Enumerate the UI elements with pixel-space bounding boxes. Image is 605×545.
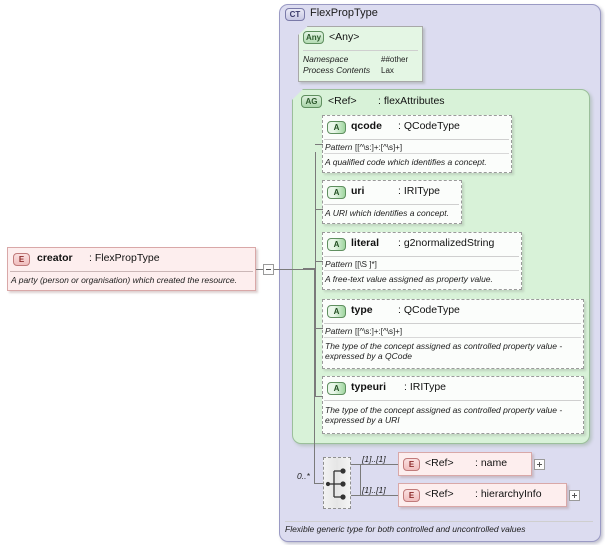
element-badge-hierarchyinfo: E [403, 489, 420, 502]
any-title: <Any> [329, 31, 360, 43]
attribute-group-ref-label: <Ref> [328, 95, 357, 107]
expand-toggle-hierarchyinfo[interactable] [569, 490, 580, 501]
connector-branch-name [351, 464, 400, 465]
attribute-facet-value-literal: [[\S ]*] [355, 260, 377, 269]
attribute-annotation-type: The type of the concept assigned as cont… [325, 341, 563, 361]
attribute-card-literal [322, 232, 522, 290]
connector-toggle-to-type [274, 269, 314, 270]
attribute-connector-spine [315, 152, 316, 396]
complex-type-footer-annotation: Flexible generic type for both controlle… [285, 524, 526, 534]
attribute-divider-typeuri [324, 400, 581, 401]
attribute-facet-value-type: [[^\s:]+:[^\s]+] [355, 327, 403, 336]
collapse-toggle-creator[interactable] [263, 264, 274, 275]
attribute-badge-literal: A [327, 238, 346, 251]
attribute-card-type [322, 299, 584, 369]
choice-compositor-icon [325, 468, 346, 500]
attribute-annotation-literal: A free-text value assigned as property v… [325, 274, 493, 284]
connector-into-compositor [314, 483, 323, 484]
connector-main-vertical [314, 269, 315, 484]
attribute-divider2-literal [324, 270, 519, 271]
footer-divider [285, 521, 593, 522]
attribute-facet-label-literal: Pattern [325, 259, 353, 269]
element-ref-label-name: <Ref> [425, 457, 454, 469]
attribute-divider2-type [324, 337, 581, 338]
child-element-card-hierarchyinfo[interactable] [398, 483, 567, 507]
attribute-leader-literal [315, 261, 323, 262]
attribute-type-type: : QCodeType [398, 304, 460, 316]
attribute-name-literal: literal [351, 237, 380, 249]
element-type-hierarchyinfo: : hierarchyInfo [475, 488, 542, 500]
attribute-name-typeuri: typeuri [351, 381, 387, 393]
attribute-divider-qcode [324, 139, 509, 140]
attribute-facet-label-type: Pattern [325, 326, 353, 336]
attribute-card-typeuri [322, 376, 584, 434]
connector-branch-hierarchyinfo [351, 495, 400, 496]
attribute-name-qcode: qcode [351, 120, 382, 132]
attribute-annotation-qcode: A qualified code which identifies a conc… [325, 157, 487, 167]
element-type-name: : name [475, 457, 508, 469]
any-badge: Any [303, 31, 324, 44]
attribute-type-uri: : IRIType [398, 185, 441, 197]
element-name-creator: creator [37, 252, 73, 264]
connector-creator-to-toggle [256, 269, 263, 270]
element-badge-name: E [403, 458, 420, 471]
attribute-badge-typeuri: A [327, 382, 346, 395]
any-facet-value-namespace: ##other [381, 55, 409, 64]
expand-toggle-name[interactable] [534, 459, 545, 470]
element-type-creator: : FlexPropType [89, 252, 160, 264]
attribute-annotation-typeuri: The type of the concept assigned as cont… [325, 405, 563, 425]
any-facet-label-process-contents: Process Contents [303, 65, 371, 75]
compositor-occurs-label: 0..* [297, 471, 310, 481]
attribute-name-type: type [351, 304, 373, 316]
connector-branch-vertical [360, 464, 361, 495]
attribute-name-uri: uri [351, 185, 365, 197]
choice-compositor[interactable] [323, 457, 351, 509]
attribute-leader-type [315, 328, 323, 329]
child-occurs-name: [1]..[1] [362, 454, 386, 464]
element-badge-creator: E [13, 253, 30, 266]
attribute-badge-type: A [327, 305, 346, 318]
attribute-divider-uri [324, 204, 459, 205]
attribute-annotation-uri: A URI which identifies a concept. [325, 208, 449, 218]
attribute-facet-value-qcode: [[^\s:]+:[^\s]+] [355, 143, 403, 152]
attribute-facet-label-qcode: Pattern [325, 142, 353, 152]
any-divider [303, 50, 418, 51]
attribute-type-qcode: : QCodeType [398, 120, 460, 132]
attribute-leader-qcode [315, 144, 323, 145]
attribute-type-literal: : g2normalizedString [398, 237, 495, 249]
attribute-group-type-label: : flexAttributes [378, 95, 445, 107]
complex-type-title: FlexPropType [310, 7, 378, 19]
attribute-spine-inlet [303, 268, 316, 269]
attribute-divider-type [324, 323, 581, 324]
attribute-card-qcode [322, 115, 512, 173]
attribute-badge-uri: A [327, 186, 346, 199]
attribute-group-badge: AG [301, 95, 322, 108]
attribute-badge-qcode: A [327, 121, 346, 134]
child-occurs-hierarchyinfo: [1]..[1] [362, 485, 386, 495]
attribute-divider-literal [324, 256, 519, 257]
child-element-card-name[interactable] [398, 452, 532, 476]
any-facet-value-process-contents: Lax [381, 66, 394, 75]
any-facet-label-namespace: Namespace [303, 54, 349, 64]
element-ref-label-hierarchyinfo: <Ref> [425, 488, 454, 500]
attribute-divider2-qcode [324, 153, 509, 154]
attribute-type-typeuri: : IRIType [404, 381, 447, 393]
attribute-group-corner-clip [292, 89, 303, 100]
complex-type-badge: CT [285, 8, 305, 21]
source-element-card[interactable] [7, 247, 256, 291]
element-annotation-creator: A party (person or organisation) which c… [11, 275, 237, 285]
attribute-leader-typeuri [315, 396, 323, 397]
attribute-leader-uri [315, 209, 323, 210]
element-divider-creator [10, 271, 253, 272]
